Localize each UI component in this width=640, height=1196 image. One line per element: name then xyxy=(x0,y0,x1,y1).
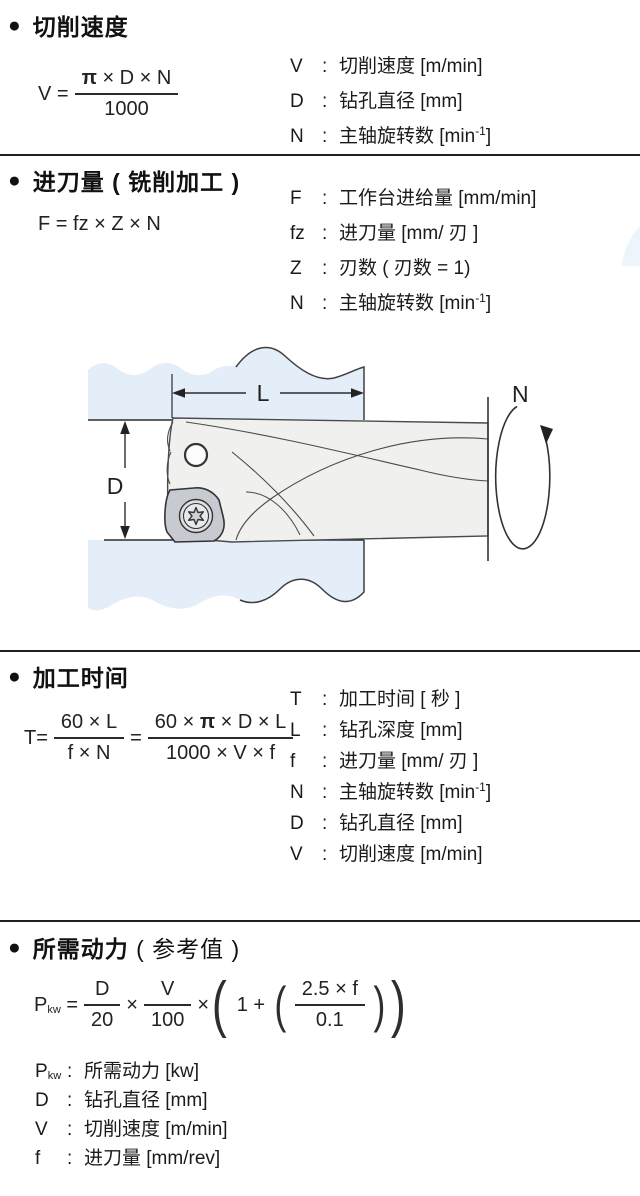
rotation-arrow xyxy=(494,405,553,550)
section-title-feed-rate: ● 进刀量 ( 铣削加工 ) xyxy=(8,163,240,197)
definition-row: N:主轴旋转数 [min-1] xyxy=(290,780,492,803)
fraction: D 20 xyxy=(84,977,121,1033)
workpiece-break-outline-top xyxy=(235,346,365,420)
label-length: L xyxy=(257,380,270,406)
section-title-text: 进刀量 ( 铣削加工 ) xyxy=(32,169,241,195)
formula-feed-rate: F = fz × Z × N xyxy=(38,213,161,236)
definition-row: D:钻孔直径 [mm] xyxy=(290,91,463,112)
fraction: 60 × π × D × L 1000 × V × f xyxy=(147,710,294,766)
definition-row: D:钻孔直径 [mm] xyxy=(35,1090,208,1111)
bullet-icon: ● xyxy=(8,168,22,192)
numerator-text: × D × N xyxy=(96,67,172,89)
open-paren-inner: ( xyxy=(274,976,287,1033)
definition-row: L:钻孔深度 [mm] xyxy=(290,720,463,741)
definitions-feed-rate: F:工作台进给量 [mm/min] fz:进刀量 [mm/ 刃 ] Z:刃数 (… xyxy=(290,183,536,323)
dimension-diameter: D xyxy=(107,421,130,539)
definition-row: D:钻孔直径 [mm] xyxy=(290,813,463,834)
section-title-machining-time: ● 加工时间 xyxy=(8,659,129,693)
definition-row: Pkw:所需动力 [kw] xyxy=(35,1061,200,1082)
section-title-cutting-speed: ● 切削速度 xyxy=(8,8,129,42)
section-title-text: 加工时间 xyxy=(32,665,129,691)
times-sign: × xyxy=(126,993,138,1016)
flute-line xyxy=(185,421,489,482)
workpiece-break-outline-bottom xyxy=(239,540,365,604)
bullet-icon: ● xyxy=(8,13,22,37)
definitions-cutting-speed: V:切削速度 [m/min] D:钻孔直径 [mm] N:主轴旋转数 [min-… xyxy=(290,51,491,156)
definition-row: fz:进刀量 [mm/ 刃 ] xyxy=(290,223,479,244)
section-title-text: 切削速度 xyxy=(32,14,129,40)
section-title-text: 所需动力 ( 参考值 ) xyxy=(32,936,241,962)
times-sign: × xyxy=(197,993,210,1016)
formula-machining-time: T= 60 × L f × N = 60 × π × D × L 1000 × … xyxy=(24,710,299,766)
section-title-paren: ( 参考值 ) xyxy=(128,936,241,962)
pi-symbol: π xyxy=(81,67,97,89)
one-plus: 1 + xyxy=(236,993,266,1016)
drill-diagram: N L D xyxy=(88,346,553,611)
fraction-bar xyxy=(84,1004,121,1006)
workpiece-bottom xyxy=(88,540,364,611)
definition-row: Z:刃数 ( 刃数 = 1) xyxy=(290,258,471,279)
definitions-required-power: Pkw:所需动力 [kw] D:钻孔直径 [mm] V:切削速度 [m/min]… xyxy=(35,1056,228,1172)
section-divider xyxy=(0,154,640,156)
definition-row: V:切削速度 [m/min] xyxy=(290,56,483,77)
fraction-bar xyxy=(147,737,294,739)
definition-row: N:主轴旋转数 [min-1] xyxy=(290,124,492,147)
flute-line xyxy=(235,437,489,541)
fraction-bar xyxy=(143,1004,192,1006)
fraction: V 100 xyxy=(143,977,192,1033)
fraction-bar xyxy=(74,93,179,95)
definition-row: F:工作台进给量 [mm/min] xyxy=(290,188,537,209)
fraction: 2.5 × f 0.1 xyxy=(294,977,365,1033)
definition-row: V:切削速度 [m/min] xyxy=(290,844,483,865)
section-divider xyxy=(0,920,640,922)
formula-line: F = fz × Z × N xyxy=(38,213,161,235)
formula-lhs: T= xyxy=(24,726,48,749)
fraction: 60 × L f × N xyxy=(53,710,125,766)
fraction-bar xyxy=(53,737,125,739)
bullet-icon: ● xyxy=(8,664,22,688)
formula-required-power: Pkw = D 20 × V 100 × ( 1 + ( 2.5 × f 0.1… xyxy=(34,969,408,1039)
coolant-hole-icon xyxy=(183,442,209,468)
open-paren-outer: ( xyxy=(211,969,227,1039)
definition-row: V:切削速度 [m/min] xyxy=(35,1119,228,1140)
formula-cutting-speed: V = π × D × N 1000 xyxy=(38,66,184,122)
label-rotation: N xyxy=(512,381,529,407)
definitions-machining-time: T:加工时间 [ 秒 ] L:钻孔深度 [mm] f:进刀量 [mm/ 刃 ] … xyxy=(290,684,491,870)
flute-line xyxy=(231,451,315,537)
section-title-required-power: ● 所需动力 ( 参考值 ) xyxy=(8,930,240,964)
workpiece-top xyxy=(88,347,364,420)
definition-row: N:主轴旋转数 [min-1] xyxy=(290,291,492,314)
bullet-icon: ● xyxy=(8,935,22,959)
definition-row: T:加工时间 [ 秒 ] xyxy=(290,689,461,710)
flute-line xyxy=(245,491,301,536)
fraction: π × D × N 1000 xyxy=(74,66,179,122)
tip-edge-detail xyxy=(166,421,174,485)
formula-lhs: Pkw = xyxy=(34,993,79,1016)
page-curl-decoration xyxy=(622,226,640,266)
fraction-bar xyxy=(294,1004,365,1006)
close-paren-outer: ) xyxy=(390,969,406,1039)
label-diameter: D xyxy=(107,473,124,499)
formula-lhs: V = xyxy=(38,82,69,105)
close-paren-inner: ) xyxy=(373,976,386,1033)
equals-sign: = xyxy=(130,726,142,749)
denominator-text: 1000 xyxy=(104,98,149,120)
torx-screw-icon xyxy=(178,498,214,534)
dimension-length: L xyxy=(171,374,364,418)
definition-row: f:进刀量 [mm/rev] xyxy=(35,1148,221,1169)
pi-symbol: π xyxy=(199,711,216,733)
definition-row: f:进刀量 [mm/ 刃 ] xyxy=(290,751,479,772)
section-divider xyxy=(0,650,640,652)
